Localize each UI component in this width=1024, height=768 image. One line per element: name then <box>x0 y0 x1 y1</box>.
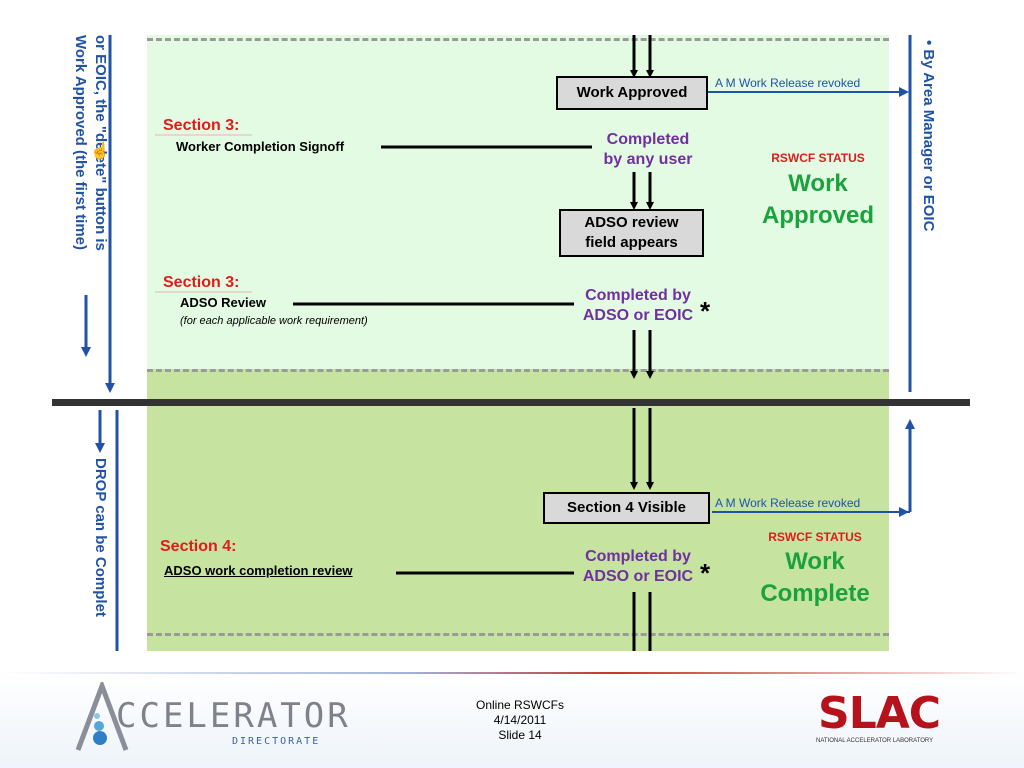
adso-review-task: ADSO Review <box>180 295 266 310</box>
left-margin-text-bottom: Work Approved (the first time) <box>72 35 89 251</box>
logo-main-text: CCELERATOR <box>116 696 351 736</box>
completed-line-2: by any user <box>603 151 693 168</box>
revoked-label: A M Work Release revoked <box>715 496 861 510</box>
completed-by-adso: Completed by ADSO or EOIC <box>572 286 704 326</box>
completed-by-adso: Completed by ADSO or EOIC <box>572 547 704 587</box>
status-line-2: Complete <box>760 580 870 607</box>
footer-line-1: Online RSWCFs <box>475 698 564 712</box>
adso-box-line-2: field appears <box>585 234 678 251</box>
work-approved-zone <box>147 35 889 369</box>
rswcf-status-value: Work Approved <box>748 168 888 232</box>
adso-review-note: (for each applicable work requirement) <box>180 315 368 327</box>
section4-heading: Section 4: <box>160 538 237 555</box>
zone-divider-dashed <box>147 633 889 636</box>
zone-divider-dashed <box>147 369 889 372</box>
section3-heading: Section 3: <box>163 117 240 134</box>
slac-logo-sub: NATIONAL ACCELERATOR LABORATORY <box>816 738 934 744</box>
logo-sub-text: DIRECTORATE <box>232 736 321 747</box>
bullet: • <box>920 40 937 50</box>
footer-line-2: 4/14/2011 <box>493 713 547 727</box>
completed-by-any-user: Completed by any user <box>588 130 708 170</box>
adso-box-line-1: ADSO review <box>584 214 679 231</box>
asterisk: * <box>700 558 711 588</box>
asterisk: * <box>700 296 711 326</box>
completed-line-2: ADSO or EOIC <box>582 568 694 585</box>
adso-review-field-box: ADSO review field appears <box>559 209 704 257</box>
left-margin-drop-text: DROP can be Complet <box>92 458 109 617</box>
hand-cursor-icon: ☝ <box>90 143 110 160</box>
completed-line-1: Completed by <box>585 548 691 565</box>
right-margin-text: • By Area Manager or EOIC <box>920 40 937 231</box>
slac-logo-text: SLAC <box>818 688 941 739</box>
right-margin-label: By Area Manager or EOIC <box>920 49 937 232</box>
section4-visible-box: Section 4 Visible <box>543 492 710 524</box>
revoked-label: A M Work Release revoked <box>715 76 861 90</box>
work-approved-box: Work Approved <box>556 76 708 110</box>
worker-completion-signoff: Worker Completion Signoff <box>176 139 345 154</box>
rswcf-status-label: RSWCF STATUS <box>771 151 865 165</box>
completed-line-2: ADSO or EOIC <box>582 307 694 324</box>
zone-divider-dashed <box>147 38 889 41</box>
status-line-1: Work <box>788 170 848 197</box>
rswcf-status-label: RSWCF STATUS <box>768 530 862 544</box>
status-line-2: Approved <box>761 202 874 229</box>
accelerator-directorate-logo: CCELERATOR DIRECTORATE <box>72 682 348 754</box>
footer-line-3: Slide 14 <box>498 728 542 742</box>
section3-heading: Section 3: <box>163 274 240 291</box>
slide-footer <box>0 672 1024 768</box>
completed-line-1: Completed by <box>585 287 691 304</box>
accelerator-a-icon <box>75 682 129 751</box>
footer-divider <box>0 672 1024 674</box>
adso-work-completion-review: ADSO work completion review <box>164 563 353 578</box>
work-complete-zone <box>147 369 889 651</box>
footer-center-text: Online RSWCFs 4/14/2011 Slide 14 <box>440 698 600 743</box>
completed-line-1: Completed <box>606 131 690 148</box>
slac-logo: SLAC NATIONAL ACCELERATOR LABORATORY <box>812 690 952 750</box>
status-line-1: Work <box>785 548 845 575</box>
rswcf-status-value: Work Complete <box>745 546 885 610</box>
